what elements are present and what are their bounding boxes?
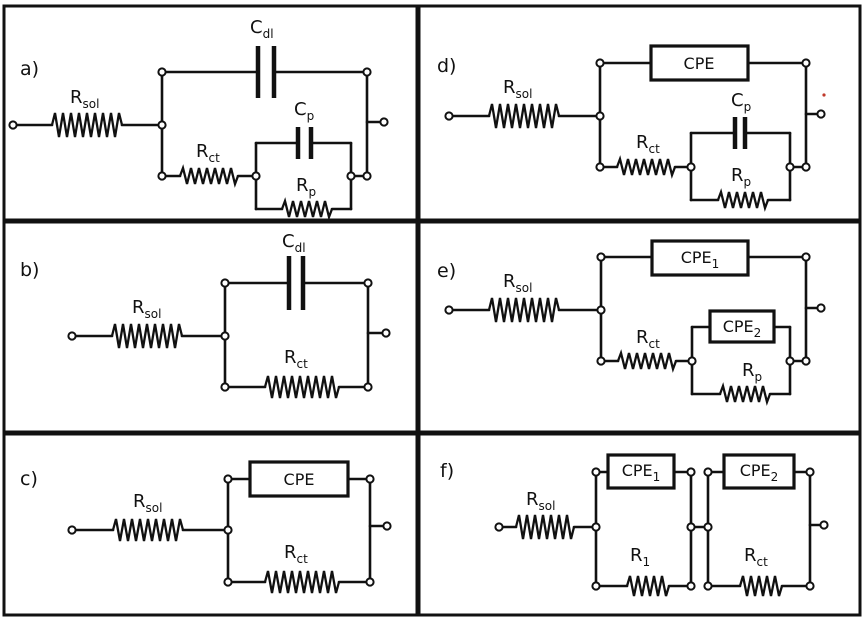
input-terminal: [444, 305, 454, 315]
r1-label: R1: [630, 545, 650, 569]
rct-label: Rct: [744, 545, 768, 569]
cpe-label: CPE: [684, 54, 715, 73]
output-terminal: [819, 520, 829, 530]
rct-resistor: [178, 164, 240, 188]
rct-label: Rct: [284, 542, 308, 566]
rct-resistor: [263, 570, 341, 594]
cpe2-element: [708, 309, 776, 344]
rct-label: Rct: [284, 347, 308, 371]
rsol-resistor: [514, 514, 576, 540]
circuit-d: d) CPE Rsol Cp Rct Rp: [437, 44, 826, 212]
rsol-label: Rsol: [503, 77, 532, 101]
cpe2-label: CPE2: [723, 317, 762, 340]
rsol-label: Rsol: [70, 87, 99, 111]
rsol-label: Rsol: [132, 297, 161, 321]
rsol-label: Rsol: [503, 271, 532, 295]
input-terminal: [494, 522, 504, 532]
cp-label: Cp: [731, 90, 751, 114]
panel-e-frame: [417, 220, 862, 434]
rp-resistor: [718, 382, 772, 406]
circuit-a: a) Rsol Cdl Cp Rct Rp: [8, 17, 389, 221]
output-terminal: [816, 109, 826, 119]
circuit-f: f) CPE1 CPE2 Rsol R1 Rct: [440, 453, 829, 597]
cpe1-element: [650, 239, 750, 277]
rsol-resistor: [487, 103, 561, 129]
rct-label: Rct: [636, 327, 660, 351]
input-terminal: [8, 120, 18, 130]
panel-d-label: d): [437, 55, 456, 77]
rsol-resistor: [50, 112, 124, 138]
panel-frames: [2, 4, 862, 617]
rp-label: Rp: [742, 360, 762, 384]
cpe1-label: CPE1: [681, 248, 720, 271]
panel-c-frame: [2, 432, 419, 617]
panel-c-label: c): [20, 468, 38, 490]
cpe1-label: CPE1: [622, 461, 661, 484]
cpe-element: [248, 460, 350, 498]
cdl-label: Cdl: [282, 231, 306, 255]
input-terminal: [67, 525, 77, 535]
rp-label: Rp: [296, 175, 316, 199]
circuit-c: c) CPE Rsol Rct: [20, 460, 392, 594]
rsol-resistor: [111, 518, 185, 542]
panel-b-label: b): [20, 259, 39, 281]
rsol-label: Rsol: [133, 491, 162, 515]
output-terminal: [381, 328, 391, 338]
circuit-b: b) Rsol Cdl Rct: [20, 231, 391, 399]
output-terminal: [379, 117, 389, 127]
rct-resistor: [615, 155, 677, 179]
rct-label: Rct: [636, 132, 660, 156]
rct-label: Rct: [196, 141, 220, 165]
rct-resistor: [616, 349, 678, 373]
output-terminal: [816, 303, 826, 313]
cdl-label: Cdl: [250, 17, 274, 41]
output-terminal: [382, 521, 392, 531]
rsol-resistor: [110, 323, 184, 349]
stray-mark: [822, 93, 826, 97]
panel-e-label: e): [437, 260, 456, 282]
input-terminal: [67, 331, 77, 341]
rp-resistor: [716, 188, 770, 212]
panel-f-frame: [417, 432, 862, 617]
rp-resistor: [280, 197, 334, 221]
panel-d-frame: [417, 4, 862, 222]
panel-b-frame: [2, 220, 419, 434]
cp-label: Cp: [294, 99, 314, 123]
panel-f-label: f): [440, 460, 454, 482]
rct-resistor: [738, 575, 784, 597]
rp-label: Rp: [731, 165, 751, 189]
circuit-e: e) CPE1 CPE2 Rsol Rct Rp: [437, 239, 826, 406]
panel-a-label: a): [20, 58, 39, 80]
input-terminal: [444, 111, 454, 121]
rsol-resistor: [487, 297, 561, 323]
cpe2-element: [722, 453, 796, 490]
rsol-label: Rsol: [526, 489, 555, 513]
cpe-element: [649, 44, 750, 82]
panel-a-frame: [2, 4, 419, 222]
cpe-label: CPE: [284, 470, 315, 489]
rct-resistor: [263, 375, 341, 399]
r1-resistor: [625, 575, 671, 597]
cpe2-label: CPE2: [740, 461, 779, 484]
cpe1-element: [606, 453, 676, 490]
